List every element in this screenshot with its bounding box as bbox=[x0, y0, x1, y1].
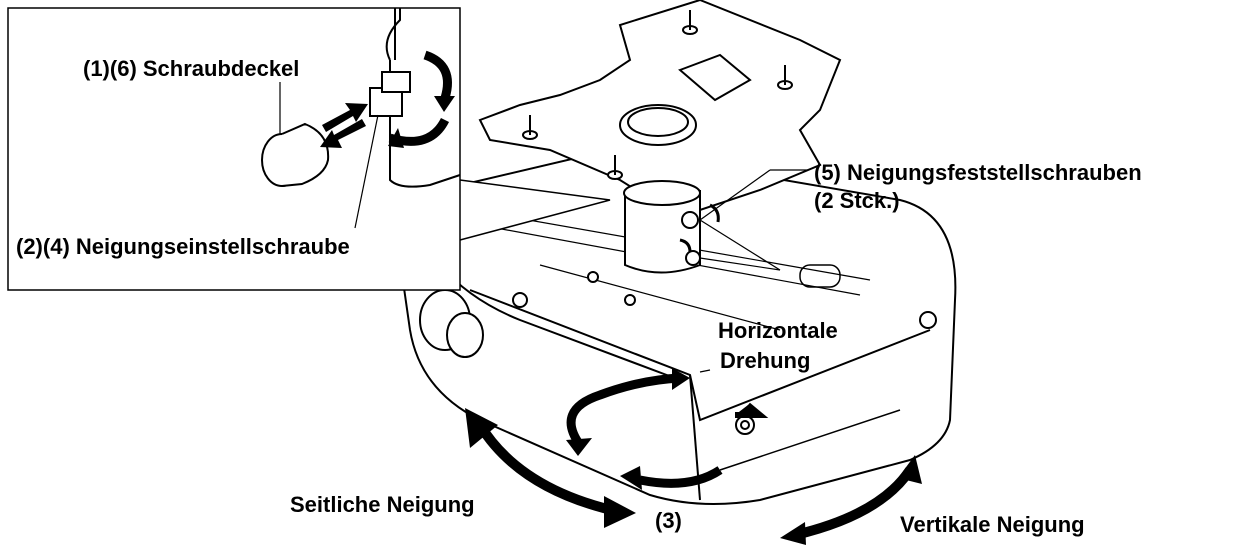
projector-body bbox=[398, 148, 957, 505]
label-vertical-tilt: Vertikale Neigung bbox=[900, 512, 1085, 537]
side-tilt-arrow-icon bbox=[475, 422, 622, 517]
screw-arrow-icon-lower bbox=[679, 238, 692, 253]
side-tilt-arrowhead-icon-1 bbox=[465, 408, 498, 448]
vertical-tilt-arrowhead-icon-2 bbox=[780, 522, 806, 545]
screw-arrow-icon-upper bbox=[709, 203, 720, 223]
label-horizontal-rotation-line2: Drehung bbox=[720, 348, 811, 373]
leader-line-tilt-lock-2 bbox=[699, 169, 771, 221]
cap-remove-arrows-icon bbox=[320, 103, 368, 148]
label-cap: (1)(6) Schraubdeckel bbox=[83, 56, 300, 81]
label-tilt-adjust-screw: (2)(4) Neigungseinstellschraube bbox=[16, 234, 350, 259]
label-side-tilt: Seitliche Neigung bbox=[290, 492, 475, 517]
step3-arrow-icon bbox=[639, 466, 723, 488]
knob-arrow-icon bbox=[735, 402, 769, 418]
label-tilt-lock-screws: (5) Neigungsfeststellschrauben bbox=[814, 160, 1142, 185]
side-tilt-arrowhead-icon-2 bbox=[604, 496, 636, 528]
leader-line-rotation bbox=[699, 369, 711, 373]
vertical-tilt-arrowhead-icon-1 bbox=[898, 455, 922, 484]
rotate-arrowhead-icon-2 bbox=[388, 128, 404, 148]
detail-inset bbox=[7, 7, 611, 291]
label-step3: (3) bbox=[655, 508, 682, 533]
horizontal-rotation-arrowhead-icon-2 bbox=[672, 368, 690, 390]
label-horizontal-rotation-line1: Horizontale bbox=[718, 318, 838, 343]
label-tilt-lock-count: (2 Stck.) bbox=[814, 188, 900, 213]
horizontal-rotation-arrow-icon bbox=[566, 373, 681, 448]
vertical-tilt-arrow-icon bbox=[793, 467, 915, 540]
rotate-arrowhead-icon-1 bbox=[434, 96, 455, 112]
mounting-plate bbox=[478, 0, 842, 212]
column-joint bbox=[623, 180, 781, 274]
step3-arrowhead-icon bbox=[620, 466, 642, 490]
horizontal-rotation-arrowhead-icon bbox=[566, 438, 592, 456]
